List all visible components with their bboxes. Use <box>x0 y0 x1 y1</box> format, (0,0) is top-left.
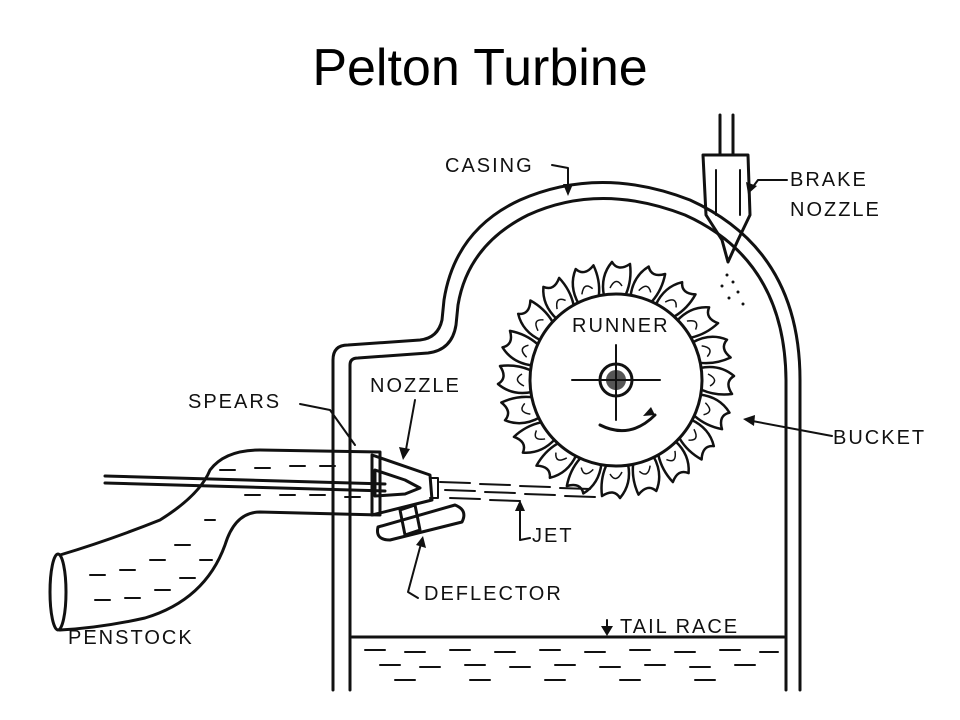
water-jet <box>439 481 596 502</box>
nozzle-leader <box>404 399 416 456</box>
bucket <box>654 280 697 318</box>
label-brake-nozzle: NOZZLE <box>790 199 881 221</box>
penstock <box>48 448 382 632</box>
runner-buckets <box>496 260 736 500</box>
label-spears: SPEARS <box>188 391 281 413</box>
leader-lines <box>299 164 833 633</box>
label-tail-race: TAIL RACE <box>620 616 739 638</box>
bucket <box>675 306 720 339</box>
deflector-leader <box>407 539 423 599</box>
bucket <box>535 442 578 480</box>
jet-leader <box>519 504 531 541</box>
bucket <box>600 463 631 500</box>
runner <box>528 292 704 468</box>
penstock-water <box>89 465 361 601</box>
casing <box>331 181 802 692</box>
bucket <box>571 264 601 305</box>
bucket <box>678 418 716 461</box>
rotation-arrow <box>598 413 657 433</box>
nozzle <box>370 453 439 517</box>
brake-nozzle-leader <box>751 179 788 189</box>
bucket <box>512 421 557 454</box>
label-nozzle: NOZZLE <box>370 375 461 397</box>
leader-arrowheads <box>399 182 757 636</box>
label-deflector: DEFLECTOR <box>424 583 563 605</box>
spear <box>103 474 387 493</box>
bucket <box>629 265 667 303</box>
bucket <box>565 457 603 495</box>
label-penstock: PENSTOCK <box>68 627 194 649</box>
tail-race-water <box>350 635 786 681</box>
bucket <box>496 364 533 395</box>
label-jet: JET <box>532 525 574 547</box>
bucket <box>501 329 539 367</box>
bucket <box>516 299 554 342</box>
label-runner: RUNNER <box>572 315 670 337</box>
bucket <box>631 455 661 496</box>
label-bucket: BUCKET <box>833 427 926 449</box>
label-casing: CASING <box>445 155 534 177</box>
bucket <box>542 276 575 321</box>
brake-nozzle <box>701 113 752 306</box>
bucket <box>657 439 690 484</box>
bucket <box>691 335 732 365</box>
bucket-leader <box>746 419 833 437</box>
bucket <box>500 395 541 425</box>
bucket <box>601 260 632 297</box>
spears-leader <box>299 403 356 446</box>
bucket <box>699 365 736 396</box>
brake-spray <box>720 273 745 306</box>
bucket <box>693 393 731 431</box>
page-title: Pelton Turbine <box>312 39 648 97</box>
label-brake: BRAKE <box>790 169 868 191</box>
deflector <box>376 503 466 542</box>
